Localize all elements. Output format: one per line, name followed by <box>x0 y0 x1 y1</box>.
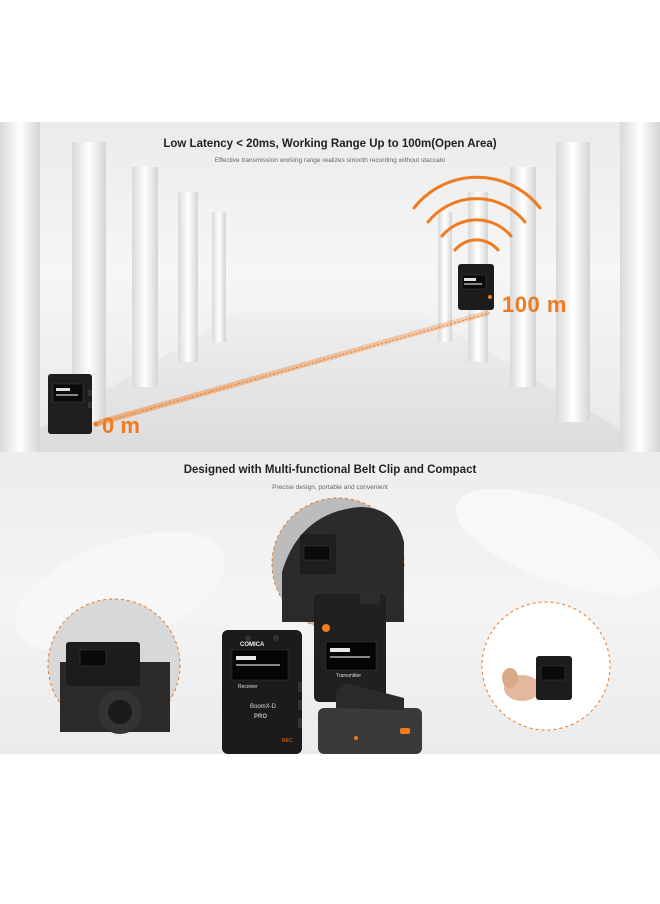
column <box>212 212 226 342</box>
column <box>0 122 40 452</box>
belt-clip <box>318 683 422 754</box>
hand-holding-circle <box>481 601 611 731</box>
column <box>510 167 536 387</box>
receiver-device <box>222 630 302 754</box>
floor <box>0 312 660 452</box>
near-distance-label: 0 m <box>102 413 140 438</box>
feather-decoration <box>455 488 660 596</box>
far-transmitter-device <box>458 264 494 310</box>
clip-subtitle: Precise design, portable and convenient <box>272 484 388 491</box>
clip-title: Designed with Multi-functional Belt Clip… <box>183 464 477 476</box>
range-subtitle: Effective transmission working range rea… <box>214 157 446 164</box>
column <box>438 212 452 342</box>
transmitter-label: Transmitter <box>336 673 362 679</box>
near-receiver-device <box>48 374 99 434</box>
camera-mount-circle <box>47 598 181 734</box>
clip-panel: Designed with Multi-functional Belt Clip… <box>0 452 660 754</box>
receiver-label: Receiver <box>238 684 258 690</box>
column <box>556 142 590 422</box>
corridor-scene <box>0 122 660 452</box>
transmitter-device <box>314 588 386 702</box>
column <box>132 167 158 387</box>
range-title: Low Latency < 20ms, Working Range Up to … <box>163 138 497 150</box>
signal-wave-icon <box>412 175 542 252</box>
range-panel: Low Latency < 20ms, Working Range Up to … <box>0 122 660 452</box>
rec-label: REC <box>282 738 293 744</box>
column <box>620 122 660 452</box>
distance-line <box>95 312 491 425</box>
brand-logo: COMICA <box>240 642 265 648</box>
model-label: BoomX-D <box>250 704 277 710</box>
product-scene <box>15 488 660 754</box>
column <box>178 192 198 362</box>
edition-label: PRO <box>254 714 268 720</box>
far-distance-label: 100 m <box>502 292 567 317</box>
